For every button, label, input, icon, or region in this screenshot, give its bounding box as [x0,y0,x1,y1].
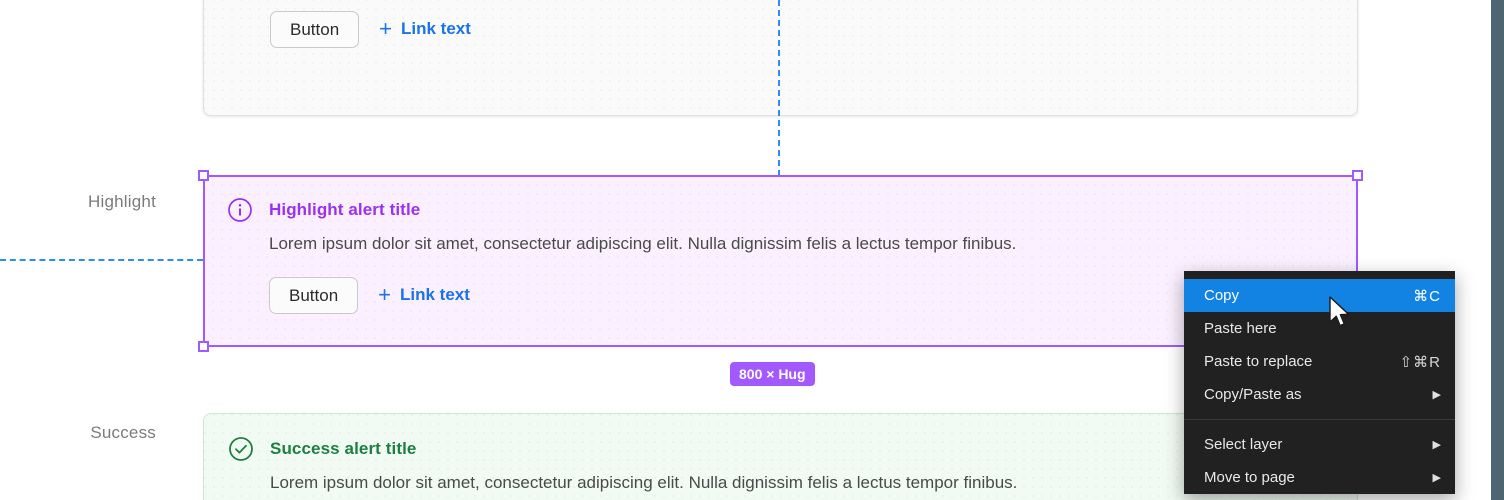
alert-actions-neutral: Button + Link text [270,10,1333,48]
alert-link-label-highlight: Link text [400,285,470,305]
alert-card-success[interactable]: Success alert title Lorem ipsum dolor si… [203,413,1358,500]
alert-link-label-neutral: Link text [401,19,471,39]
alert-title-success: Success alert title [270,439,417,458]
mouse-cursor-icon [1328,296,1352,335]
alignment-guide-horizontal [0,259,203,261]
context-menu[interactable]: Copy ⌘C Paste here Paste to replace ⇧⌘R … [1184,271,1455,494]
submenu-arrow-icon: ▶ [1432,472,1441,484]
info-circle-icon [227,197,253,223]
menu-item-label: Move to page [1204,469,1295,486]
alert-title-highlight: Highlight alert title [269,200,421,219]
alert-link-neutral[interactable]: + Link text [379,18,471,40]
menu-item-label: Copy [1204,287,1240,304]
alert-content-neutral: Lorem ipsum dolor sit amet, consectetur … [204,0,1357,72]
alert-header-highlight: Highlight alert title [227,197,1334,223]
menu-item-select-layer[interactable]: Select layer ▶ [1184,428,1455,461]
alert-content-highlight: Highlight alert title Lorem ipsum dolor … [203,175,1358,338]
menu-item-shortcut: ⌘C [1413,287,1441,305]
check-circle-icon [228,436,254,462]
menu-item-copy-paste-as[interactable]: Copy/Paste as ▶ [1184,378,1455,411]
alert-header-success: Success alert title [228,436,1333,462]
row-label-highlight: Highlight [88,192,156,211]
window-edge-strip [1491,0,1504,500]
menu-item-label: Paste to replace [1204,353,1313,370]
alert-link-highlight[interactable]: + Link text [378,284,470,306]
menu-separator [1184,419,1455,420]
menu-item-label: Select layer [1204,436,1283,453]
menu-item-copy[interactable]: Copy ⌘C [1184,279,1455,312]
plus-icon: + [378,282,392,308]
menu-item-paste-here[interactable]: Paste here [1184,312,1455,345]
menu-item-label: Paste here [1204,320,1277,337]
alert-card-neutral[interactable]: Lorem ipsum dolor sit amet, consectetur … [203,0,1358,116]
alert-actions-highlight: Button + Link text [269,276,1334,314]
alert-body-highlight: Lorem ipsum dolor sit amet, consectetur … [269,234,1017,253]
alert-button-neutral[interactable]: Button [270,10,360,48]
submenu-arrow-icon: ▶ [1432,389,1441,401]
alert-button-highlight[interactable]: Button [269,276,359,314]
alignment-guide-vertical [778,0,780,176]
alert-body-success: Lorem ipsum dolor sit amet, consectetur … [270,473,1018,492]
alert-content-success: Success alert title Lorem ipsum dolor si… [204,414,1357,500]
menu-item-move-to-page[interactable]: Move to page ▶ [1184,461,1455,494]
submenu-arrow-icon: ▶ [1432,439,1441,451]
selection-size-badge: 800 × Hug [730,362,815,386]
menu-item-label: Copy/Paste as [1204,386,1302,403]
menu-item-paste-to-replace[interactable]: Paste to replace ⇧⌘R [1184,345,1455,378]
menu-item-shortcut: ⇧⌘R [1399,353,1441,371]
plus-icon: + [379,16,393,42]
alert-card-highlight[interactable]: Highlight alert title Lorem ipsum dolor … [203,175,1358,347]
row-label-success: Success [90,423,156,442]
